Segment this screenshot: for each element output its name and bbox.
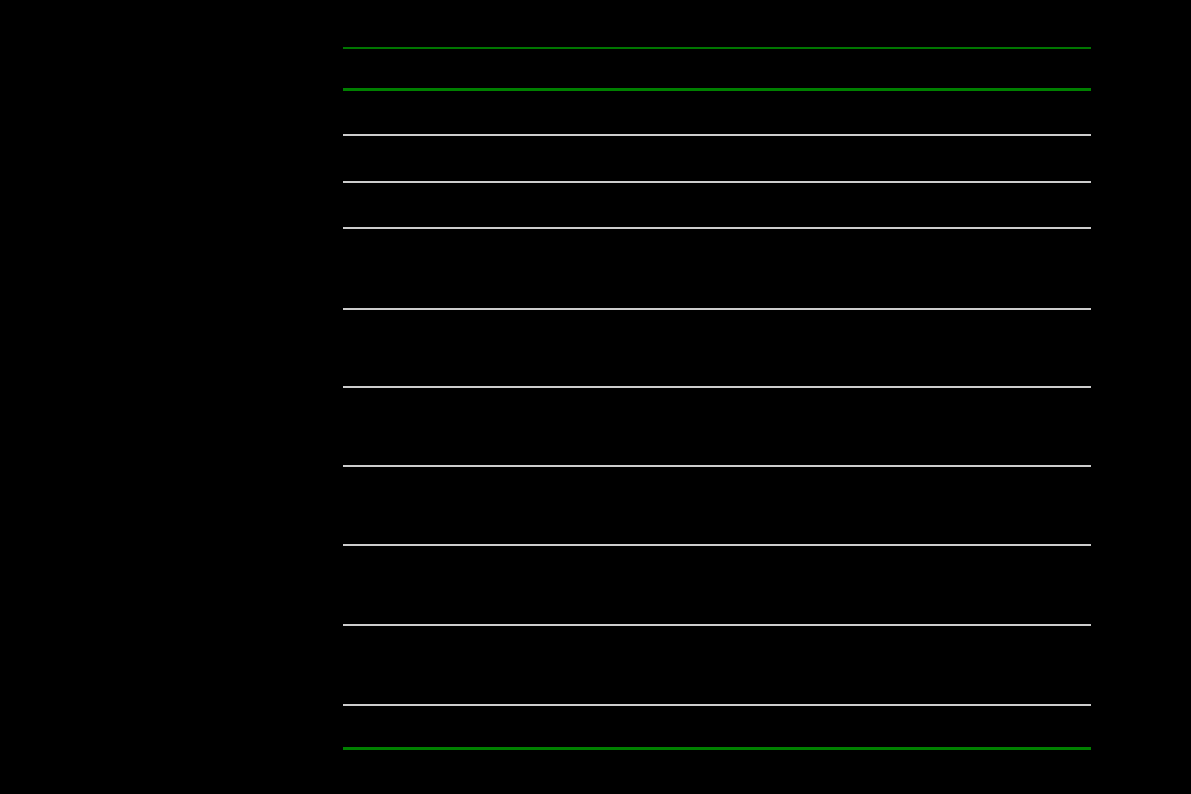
row-divider-4 [343,308,1091,310]
row-divider-1 [343,134,1091,136]
row-divider-9 [343,704,1091,706]
bottom-rule [343,747,1091,750]
header-rule [343,88,1091,91]
row-divider-6 [343,465,1091,467]
row-divider-7 [343,544,1091,546]
row-divider-5 [343,386,1091,388]
row-divider-3 [343,227,1091,229]
row-divider-8 [343,624,1091,626]
top-rule [343,47,1091,49]
row-divider-2 [343,181,1091,183]
